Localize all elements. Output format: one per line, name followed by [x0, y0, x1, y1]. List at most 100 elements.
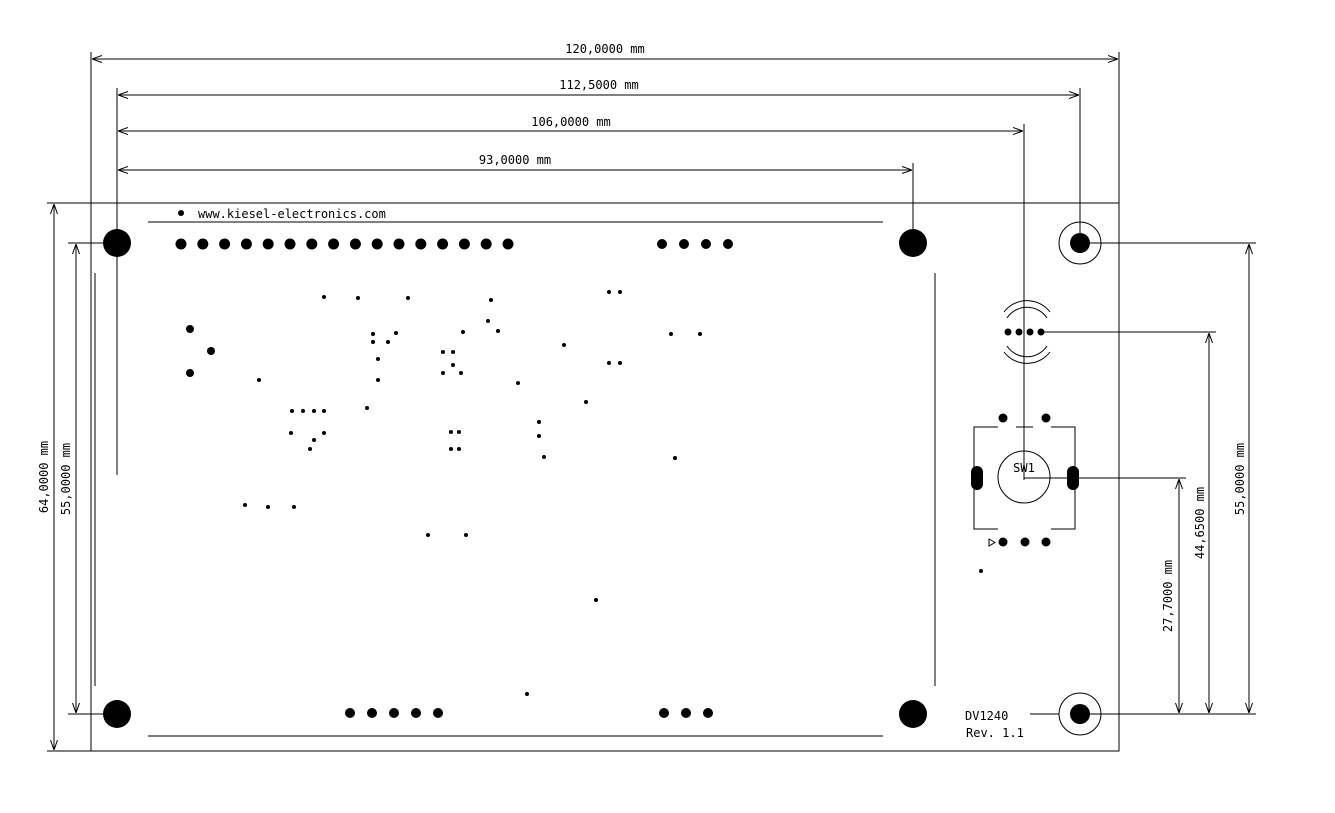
via [312, 438, 316, 442]
dimension-led-span-label: 106,0000 mm [531, 115, 610, 129]
dimension-led-height-label: 44,6500 mm [1193, 487, 1207, 559]
header-pad [437, 238, 449, 250]
led-pad [1037, 328, 1045, 336]
via [371, 340, 375, 344]
via [292, 505, 296, 509]
via [449, 430, 453, 434]
header-pad [219, 238, 231, 250]
via [584, 400, 588, 404]
via [441, 350, 445, 354]
connector-pad [679, 239, 689, 249]
mount-hole-bottom-middle [899, 700, 927, 728]
switch-pad [998, 413, 1008, 423]
led-pad [1026, 328, 1034, 336]
dimension-overall-width-label: 120,0000 mm [565, 42, 644, 56]
via [322, 409, 326, 413]
via [457, 430, 461, 434]
dimension-right-mount-height: 55,0000 mm [1080, 242, 1256, 715]
dimension-display-span: 93,0000 mm [118, 153, 914, 243]
via [301, 409, 305, 413]
switch-pad [1041, 413, 1051, 423]
via [441, 371, 445, 375]
header-pad [415, 238, 427, 250]
rotary-switch-footprint: SW1 [971, 426, 1079, 547]
via [312, 409, 316, 413]
mount-hole-top-right [1058, 221, 1102, 265]
board-name-label: DV1240 [965, 709, 1008, 723]
dimension-switch-height: 27,7000 mm [1024, 477, 1186, 713]
header-pad [306, 238, 318, 250]
board-revision-label: Rev. 1.1 [966, 726, 1024, 740]
connector-pad [345, 708, 355, 718]
via [594, 598, 598, 602]
via [386, 340, 390, 344]
led-footprint [1003, 300, 1051, 364]
website-label: www.kiesel-electronics.com [198, 207, 386, 221]
pad-group [175, 238, 1051, 718]
header-pad [284, 238, 296, 250]
dimension-overall-width: 120,0000 mm [90, 42, 1120, 203]
via [266, 505, 270, 509]
connector-pad [367, 708, 377, 718]
via [243, 503, 247, 507]
via [464, 533, 468, 537]
header-pad [458, 238, 470, 250]
via [537, 420, 541, 424]
header-pad [175, 238, 187, 250]
connector-pad [723, 239, 733, 249]
led-pad [1004, 328, 1012, 336]
via [537, 434, 541, 438]
connector-pad [681, 708, 691, 718]
header-pad [197, 238, 209, 250]
via [461, 330, 465, 334]
via [451, 363, 455, 367]
via [257, 378, 261, 382]
header-pad [371, 238, 383, 250]
mount-hole-top-left [103, 229, 131, 257]
via [289, 431, 293, 435]
via [489, 298, 493, 302]
header-pad [240, 238, 252, 250]
switch-pad [1020, 537, 1030, 547]
header-pad [262, 238, 274, 250]
via [371, 332, 375, 336]
via [356, 296, 360, 300]
via [394, 331, 398, 335]
switch-ref-label: SW1 [1013, 461, 1035, 475]
dimension-display-span-label: 93,0000 mm [479, 153, 551, 167]
switch-pad [1041, 537, 1051, 547]
connector-pad [659, 708, 669, 718]
via [542, 455, 546, 459]
header-pad [328, 238, 340, 250]
via [322, 295, 326, 299]
component-pad [207, 347, 215, 355]
dimension-led-height: 44,6500 mm [1042, 331, 1216, 713]
component-pad [186, 325, 194, 333]
via [376, 378, 380, 382]
via [618, 361, 622, 365]
via [496, 329, 500, 333]
header-pad [502, 238, 514, 250]
via [525, 692, 529, 696]
via [406, 296, 410, 300]
component-pad [186, 369, 194, 377]
via [426, 533, 430, 537]
via [618, 290, 622, 294]
via [607, 361, 611, 365]
via [457, 447, 461, 451]
via [365, 406, 369, 410]
connector-pad [411, 708, 421, 718]
switch-pad [998, 537, 1008, 547]
dimension-overall-height: 64,0000 mm [37, 202, 91, 752]
via [376, 357, 380, 361]
via [290, 409, 294, 413]
header-pad [480, 238, 492, 250]
via [673, 456, 677, 460]
dimension-left-mount-height-label: 55,0000 mm [59, 443, 73, 515]
header-pad [393, 238, 405, 250]
connector-pad [701, 239, 711, 249]
via [322, 431, 326, 435]
mount-hole-top-middle [899, 229, 927, 257]
dimension-switch-height-label: 27,7000 mm [1161, 560, 1175, 632]
